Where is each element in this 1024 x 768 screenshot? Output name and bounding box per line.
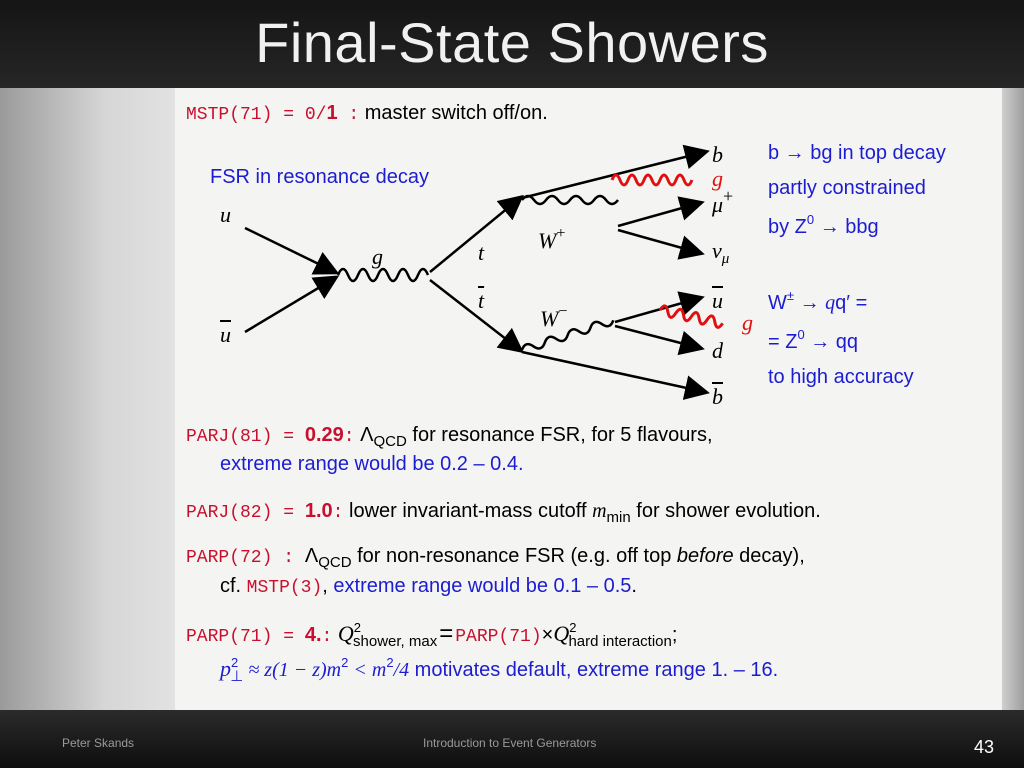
mstp71-code: MSTP(71) = 0/ [186,105,327,125]
mu-line [617,196,705,228]
label-wplus: W+ [538,225,566,253]
parp71-code: PARP(71) = [186,627,305,647]
ubar-out-line [614,291,705,324]
mstp71-colon: : [337,105,360,125]
label-bbar: b [712,384,723,409]
wminus-line [520,319,615,351]
note-w-qq: W± → qq′ = [768,288,868,314]
label-g-bottom: g [742,310,753,335]
note-accuracy: to high accuracy [768,366,914,388]
footer-bar [0,710,1024,768]
parp71-line: PARP(71) = 4.: Q2shower, max=PARP(71)×Q2… [186,620,678,650]
u-line [244,226,340,275]
parp72-code: PARP(72) : [186,548,305,568]
feynman-diagram [244,144,724,400]
label-nu: νμ [712,238,730,267]
ubar-line [244,275,340,334]
footer-author: Peter Skands [62,736,135,750]
note-partly: partly constrained [768,177,926,199]
note-z0-qq: = Z0 → qq [768,327,859,353]
red-gluon-top [610,173,694,187]
parp72-line2: cf. MSTP(3), extreme range would be 0.1 … [220,575,637,598]
red-gluon-bottom [658,304,724,329]
label-g-top: g [712,166,723,191]
parj82-value: 1.0 [304,500,333,522]
nu-line [617,228,705,260]
page-number: 43 [973,737,994,757]
label-b: b [712,142,723,167]
label-mu: μ+ [712,186,734,217]
slide-title: Final-State Showers [255,11,769,74]
mstp71-bold: 1 [326,102,338,124]
label-t: t [478,240,485,265]
left-decoration [0,88,175,710]
parj82-line: PARJ(82) = 1.0: lower invariant-mass cut… [186,500,821,526]
note-b-decay: b → bg in top decay [768,142,946,164]
mstp71-text: master switch off/on. [359,102,548,124]
label-ubar: u [220,322,231,347]
parj82-code: PARJ(82) = [186,503,305,523]
parp71-formula: p2⊥ ≈ z(1 − z)m2 < m2/4 motivates defaul… [220,655,779,685]
top-line [429,194,524,273]
parj81-code: PARJ(81) = [186,427,305,447]
content-panel [175,88,1002,710]
label-tbar: t [478,288,485,313]
mstp71-line: MSTP(71) = 0/1 : master switch off/on. [186,102,548,125]
label-g: g [372,244,383,269]
diagram-caption: FSR in resonance decay [210,166,430,188]
title-bar [0,0,1024,88]
parj81-line: PARJ(81) = 0.29: ΛQCD for resonance FSR,… [186,424,713,450]
bbar-line [521,350,710,400]
gluon-line [336,267,430,283]
footer-title: Introduction to Event Generators [423,736,597,750]
parj81-value: 0.29 [304,424,344,446]
parj81-range: extreme range would be 0.2 – 0.4. [220,453,524,475]
label-wminus: W− [540,303,568,331]
label-d: d [712,338,723,363]
right-decoration [1002,88,1024,710]
label-ubar-out: u [712,288,723,313]
antitop-line [429,279,524,354]
label-u: u [220,202,231,227]
parp71-value: 4. [304,624,322,646]
parp72-line: PARP(72) : ΛQCD for non-resonance FSR (e… [186,545,805,571]
wplus-line [521,194,619,206]
d-line [614,324,705,356]
note-z0-bbg: by Z0 → bbg [768,212,879,238]
